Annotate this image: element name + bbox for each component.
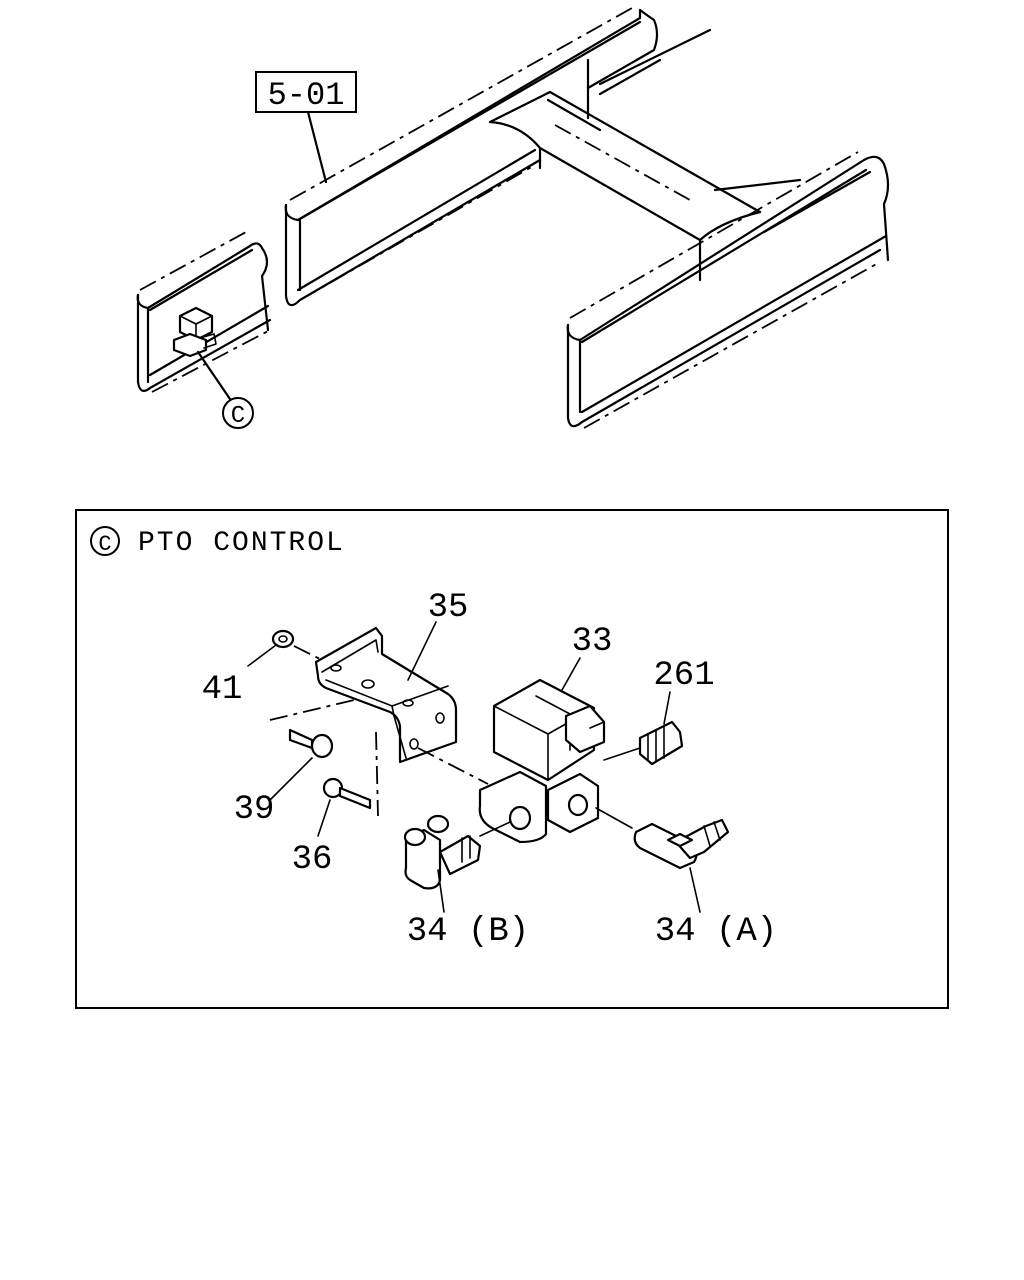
leader-39 — [269, 757, 313, 801]
leader-34b — [437, 869, 445, 913]
part-41-nut[interactable] — [271, 629, 295, 649]
reference-leader — [306, 110, 328, 184]
leader-261 — [663, 691, 671, 725]
callout-34a: 34 (A) — [655, 913, 777, 951]
detail-marker-letter: C — [231, 403, 245, 430]
detail-box: C PTO CONTROL 41 35 — [75, 509, 949, 1009]
callout-39: 39 — [234, 791, 275, 829]
leader-35 — [407, 621, 437, 681]
leader-36 — [317, 799, 331, 837]
callout-41: 41 — [202, 671, 243, 709]
detail-title: PTO CONTROL — [138, 528, 345, 559]
part-39-bolt[interactable] — [288, 728, 334, 759]
part-36-bolt[interactable] — [322, 777, 372, 810]
frame-overview: 5-01 — [136, 7, 890, 430]
cross-member — [488, 28, 802, 282]
leader-41 — [247, 644, 277, 667]
side-rail-lower — [566, 151, 890, 429]
reference-box[interactable]: 5-01 — [255, 71, 357, 114]
part-35-bracket[interactable] — [314, 626, 458, 764]
reference-label: 5-01 — [268, 77, 345, 114]
pto-valve-location[interactable] — [172, 306, 217, 358]
part-34a-elbow-fitting[interactable] — [633, 818, 730, 870]
side-rail-left — [136, 231, 272, 393]
callout-33: 33 — [572, 623, 613, 661]
leader-34a — [689, 867, 701, 913]
detail-title-marker: C — [90, 526, 120, 557]
callout-34b: 34 (B) — [407, 913, 529, 951]
part-33-solenoid-valve[interactable] — [478, 678, 606, 844]
part-261-fitting[interactable] — [638, 720, 684, 766]
side-rail-upper — [284, 7, 662, 307]
marker-leader-c — [196, 350, 234, 404]
callout-261: 261 — [653, 657, 714, 695]
leader-33 — [561, 657, 581, 691]
detail-title-marker-letter: C — [98, 532, 111, 557]
callout-35: 35 — [428, 589, 469, 627]
callout-36: 36 — [292, 841, 333, 879]
detail-marker-c[interactable]: C — [222, 397, 254, 430]
part-34b-elbow-fitting[interactable] — [403, 814, 482, 890]
